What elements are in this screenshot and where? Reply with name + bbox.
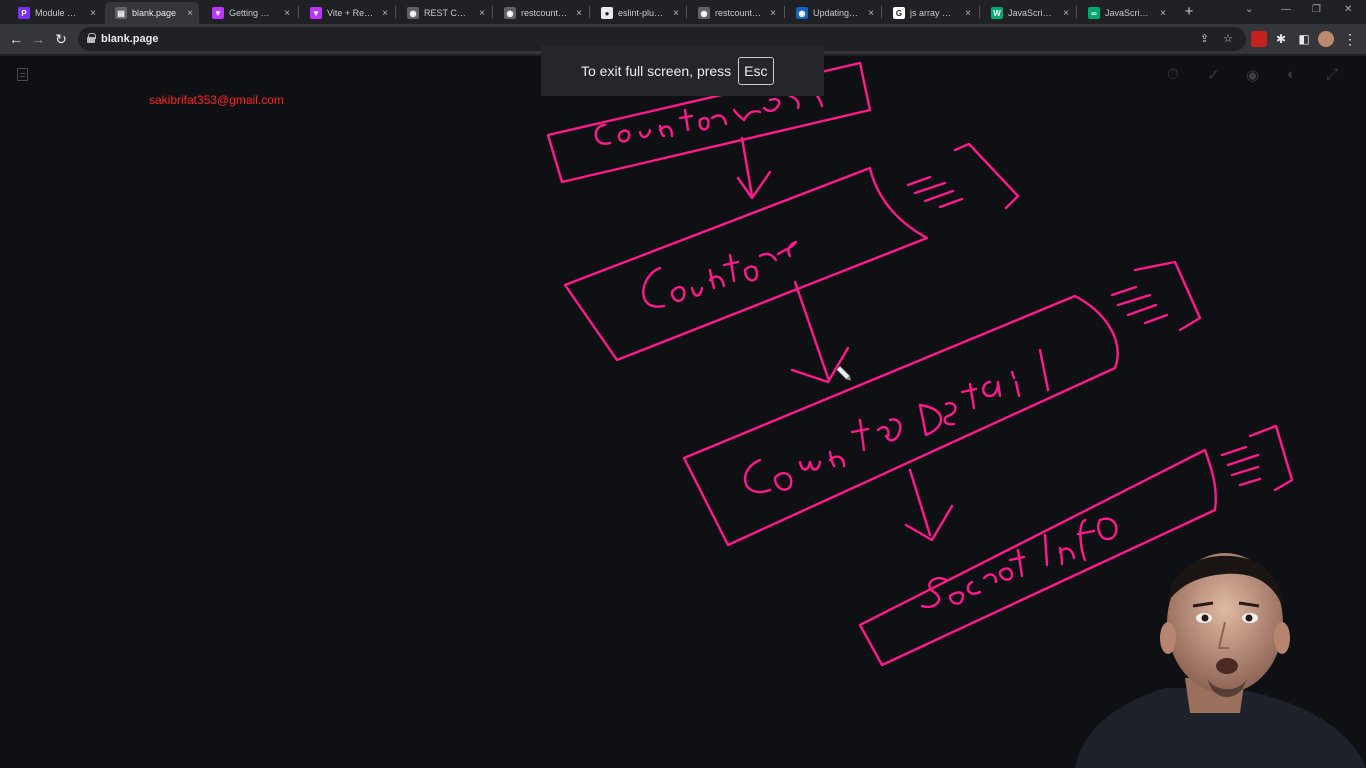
lines-icon-3 (1220, 424, 1294, 492)
tab-close-icon[interactable]: × (965, 7, 971, 19)
url-text: blank.page (101, 33, 159, 45)
fullscreen-exit-toast: To exit full screen, press Esc (541, 45, 824, 96)
timer-icon[interactable]: ⏱ (1167, 66, 1179, 83)
country-detail-word (743, 348, 1050, 494)
lines-icon-1 (906, 142, 1020, 210)
browser-tab[interactable]: ▤blank.page× (105, 2, 199, 24)
tab-separator (395, 6, 396, 18)
arrow-1 (736, 136, 772, 200)
tab-separator (589, 6, 590, 18)
browser-tab[interactable]: ◉restcountries.× (688, 2, 782, 24)
extensions-puzzle-icon[interactable]: ✱ (1275, 32, 1287, 46)
close-window-icon[interactable]: ✕ (1344, 4, 1353, 15)
tab-separator (979, 6, 980, 18)
tab-favicon-icon: ◉ (504, 7, 516, 19)
browser-tab[interactable]: ▼Getting Starte× (202, 2, 296, 24)
tab-close-icon[interactable]: × (284, 7, 290, 19)
tab-favicon-icon: ▼ (310, 7, 322, 19)
tab-favicon-icon: G (893, 7, 905, 19)
tab-separator (492, 6, 493, 18)
profile-avatar[interactable] (1318, 31, 1334, 47)
tab-close-icon[interactable]: × (382, 7, 388, 19)
tab-favicon-icon: ▤ (115, 7, 127, 19)
tab-favicon-icon: ∞ (1088, 7, 1100, 19)
countries-box-word (594, 89, 824, 145)
esc-key-badge: Esc (738, 56, 774, 85)
menu-kebab-icon[interactable]: ⋮ (1343, 31, 1357, 47)
document-icon[interactable] (17, 68, 28, 81)
tab-separator (1076, 6, 1077, 18)
webcam-presenter (1075, 553, 1366, 768)
country-box (563, 166, 929, 362)
tab-favicon-icon: P (18, 7, 30, 19)
lines-icon-2 (1110, 260, 1202, 332)
browser-tab[interactable]: ◉restcountries.× (494, 2, 588, 24)
tab-separator (686, 6, 687, 18)
forward-icon[interactable]: → (31, 31, 45, 47)
secret-info-word (920, 517, 1118, 609)
tab-favicon-icon: ◉ (407, 7, 419, 19)
tab-close-icon[interactable]: × (770, 7, 776, 19)
tab-close-icon[interactable]: × (479, 7, 485, 19)
arrow-3 (904, 468, 954, 542)
theme-contrast-icon[interactable]: ◐ (1287, 66, 1297, 83)
browser-tab[interactable]: ▼Vite + React× (300, 2, 394, 24)
tab-favicon-icon: ◉ (796, 7, 808, 19)
tab-close-icon[interactable]: × (673, 7, 679, 19)
tab-close-icon[interactable]: × (1160, 7, 1166, 19)
share-icon[interactable]: ⇪ (1200, 33, 1210, 45)
bookmark-star-icon[interactable]: ☆ (1223, 33, 1233, 45)
tab-favicon-icon: ▼ (212, 7, 224, 19)
email-watermark: sakibrifat353@gmail.com (149, 93, 284, 107)
blank-page-canvas[interactable]: sakibrifat353@gmail.com ⏱ ✓ ◉ ◐ ⤢ (0, 56, 1366, 768)
lock-icon[interactable] (87, 33, 96, 43)
secret-info-box (858, 448, 1217, 667)
new-tab-button[interactable]: + (1184, 3, 1194, 20)
tab-close-icon[interactable]: × (187, 7, 193, 19)
reload-icon[interactable]: ↻ (55, 31, 67, 47)
tab-close-icon[interactable]: × (1063, 7, 1069, 19)
arrow-2 (790, 280, 850, 384)
fullscreen-toast-text: To exit full screen, press (581, 62, 732, 79)
country-box-word (642, 240, 798, 308)
browser-tab[interactable]: ◉Updating Obj× (786, 2, 880, 24)
expand-icon[interactable]: ⤢ (1326, 66, 1339, 83)
country-detail-box (682, 294, 1119, 547)
tab-close-icon[interactable]: × (868, 7, 874, 19)
tab-separator (881, 6, 882, 18)
back-icon[interactable]: ← (9, 31, 23, 47)
tab-favicon-icon: ● (601, 7, 613, 19)
tab-close-icon[interactable]: × (576, 7, 582, 19)
tab-search-icon[interactable]: ⌄ (1245, 4, 1254, 15)
spellcheck-icon[interactable]: ✓ (1207, 67, 1220, 84)
tab-favicon-icon: W (991, 7, 1003, 19)
tab-close-icon[interactable]: × (90, 7, 96, 19)
side-panel-icon[interactable]: ◧ (1298, 32, 1310, 46)
pen-cursor-icon (835, 365, 851, 381)
browser-tab[interactable]: ◉REST Countrie× (397, 2, 491, 24)
tab-favicon-icon: ◉ (698, 7, 710, 19)
tab-separator (298, 6, 299, 18)
browser-tab[interactable]: ●eslint-plugin-× (591, 2, 685, 24)
preview-eye-icon[interactable]: ◉ (1246, 67, 1260, 84)
extension-icon[interactable] (1251, 31, 1267, 47)
maximize-icon[interactable]: ❐ (1312, 4, 1321, 15)
minimize-icon[interactable]: — (1281, 4, 1291, 15)
tab-separator (784, 6, 785, 18)
browser-tab[interactable]: ∞JavaScript Ar× (1078, 2, 1172, 24)
